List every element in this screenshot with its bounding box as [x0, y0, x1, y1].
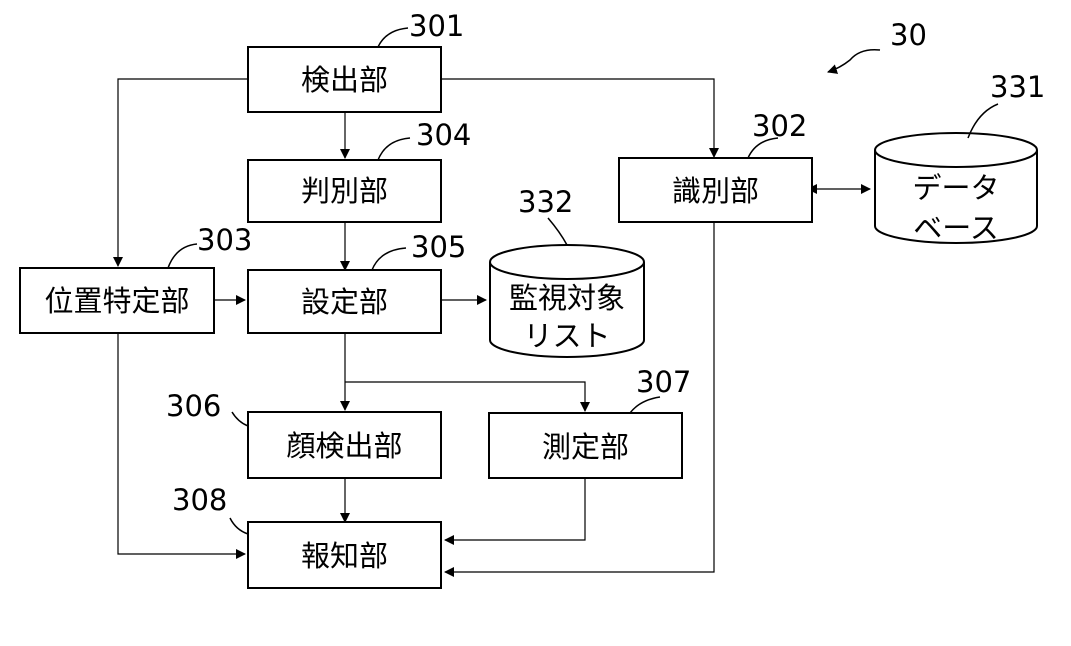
- ref-331: 331: [990, 70, 1045, 104]
- leader-30: [828, 50, 880, 72]
- block-identification: 識別部: [619, 158, 812, 222]
- leader-305: [372, 248, 406, 270]
- ref-302: 302: [752, 109, 807, 143]
- database-cylinder: データ ベース: [875, 133, 1037, 245]
- ref-308: 308: [172, 483, 227, 517]
- watch-list-label-line1: 監視対象: [509, 281, 625, 315]
- ref-332: 332: [518, 185, 573, 219]
- ref-307: 307: [636, 365, 691, 399]
- block-label: 測定部: [542, 430, 629, 464]
- arrow-setting-to-measurement: [345, 382, 585, 411]
- leader-303: [168, 244, 197, 268]
- ref-306: 306: [166, 389, 221, 423]
- arrow-position-to-notification: [118, 333, 245, 554]
- database-label-line1: データ: [912, 171, 999, 205]
- block-label: 位置特定部: [44, 284, 189, 318]
- leader-304: [378, 138, 410, 160]
- arrow-detection-to-identification: [441, 79, 714, 157]
- ref-305: 305: [411, 230, 466, 264]
- block-setting: 設定部: [248, 270, 441, 333]
- database-label-line2: ベース: [913, 211, 999, 245]
- leader-332: [548, 218, 567, 245]
- arrow-measurement-to-notification: [445, 478, 585, 540]
- ref-30: 30: [890, 18, 927, 52]
- block-label: 報知部: [301, 539, 388, 573]
- block-position: 位置特定部: [20, 268, 214, 333]
- leader-308: [230, 518, 248, 534]
- leader-306: [232, 412, 248, 426]
- ref-301: 301: [409, 9, 464, 43]
- watch-list-cylinder: 監視対象 リスト: [490, 245, 644, 357]
- leader-307: [630, 397, 660, 413]
- block-notification: 報知部: [248, 522, 441, 588]
- block-label: 判別部: [301, 174, 388, 208]
- block-label: 設定部: [301, 285, 388, 319]
- block-label: 検出部: [301, 63, 388, 97]
- block-label: 顔検出部: [286, 429, 402, 463]
- block-label: 識別部: [672, 174, 759, 208]
- block-discrimination: 判別部: [248, 160, 441, 222]
- block-face-detection: 顔検出部: [248, 412, 441, 478]
- block-measurement: 測定部: [489, 413, 682, 478]
- watch-list-label-line2: リスト: [523, 319, 610, 353]
- ref-304: 304: [416, 118, 471, 152]
- leader-301: [378, 28, 408, 47]
- block-detection: 検出部: [248, 47, 441, 112]
- ref-303: 303: [197, 223, 252, 257]
